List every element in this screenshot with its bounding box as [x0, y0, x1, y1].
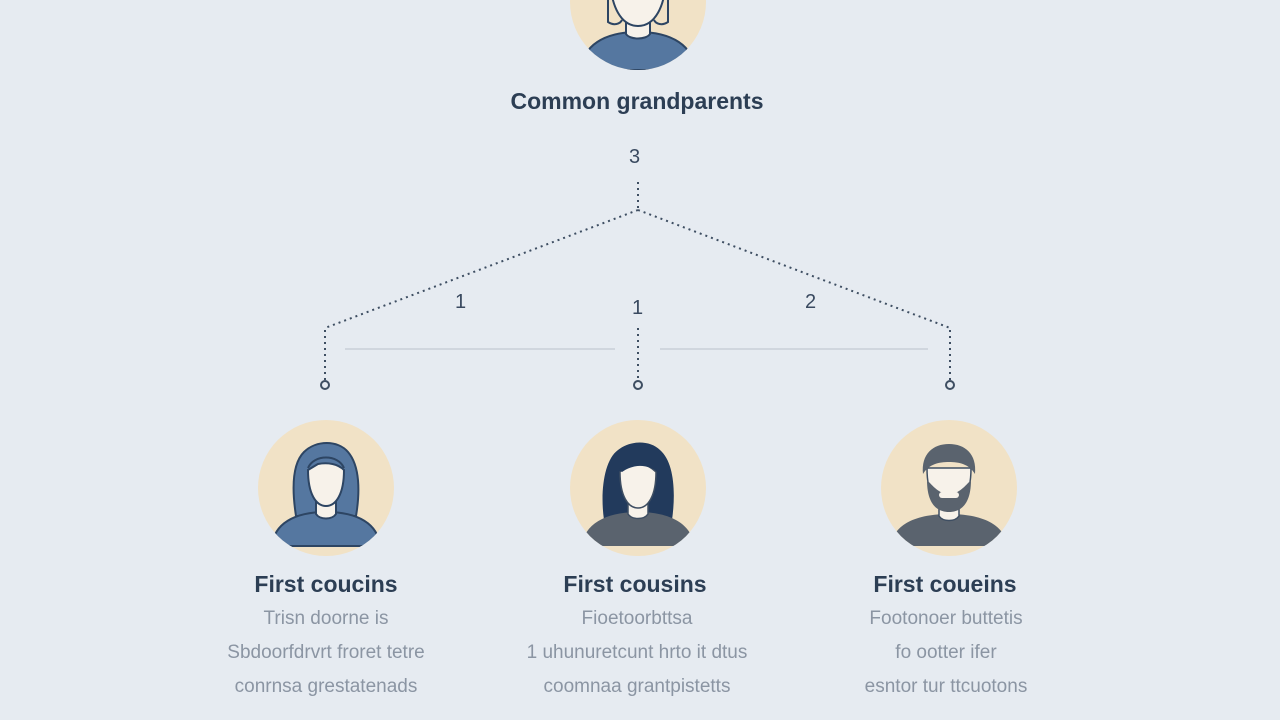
- left-node-dot: [320, 380, 330, 390]
- description-line: fo ootter ifer: [895, 642, 997, 663]
- description-line: Fioetoorbttsa: [581, 608, 693, 629]
- cousin-description-right: Footonoer buttetis fo ootter ifer esntor…: [806, 602, 1086, 704]
- cousin-avatar-left: [258, 420, 394, 556]
- cousin-description-middle: Fioetoorbttsa 1 uhunuretcunt hrto it dtu…: [497, 602, 777, 704]
- description-line: Trisn doorne is: [263, 608, 389, 629]
- man-beard-icon: [891, 444, 1007, 546]
- cousin-avatar-middle: [570, 420, 706, 556]
- cousin-title-right: First coueins: [873, 571, 1017, 597]
- description-line: esntor tur ttcuotons: [864, 676, 1028, 697]
- left-branch-line: [324, 209, 639, 329]
- woman-dark-hair-icon: [582, 442, 694, 546]
- branch-number-right: 2: [805, 291, 817, 313]
- right-node-dot: [945, 380, 955, 390]
- description-line: Sbdoorfdrvrt froret tetre: [227, 642, 425, 663]
- description-line: coomnaa grantpistetts: [543, 676, 731, 697]
- right-branch-line: [637, 209, 951, 329]
- root-title: Common grandparents: [510, 88, 764, 114]
- woman-long-hair-icon: [270, 442, 382, 547]
- cousin-description-left: Trisn doorne is Sbdoorfdrvrt froret tetr…: [186, 602, 466, 704]
- branch-number-left: 1: [455, 291, 467, 313]
- root-count: 3: [629, 146, 641, 168]
- branch-number-middle: 1: [632, 297, 644, 319]
- description-line: 1 uhunuretcunt hrto it dtus: [526, 642, 748, 663]
- cousin-avatar-right: [881, 420, 1017, 556]
- cousin-title-middle: First cousins: [563, 571, 707, 597]
- root-avatar: [570, 0, 706, 70]
- cousin-title-left: First coucins: [254, 571, 398, 597]
- description-line: Footonoer buttetis: [869, 608, 1023, 629]
- middle-node-dot: [633, 380, 643, 390]
- woman-icon: [580, 0, 696, 70]
- description-line: conrnsa grestatenads: [234, 676, 418, 697]
